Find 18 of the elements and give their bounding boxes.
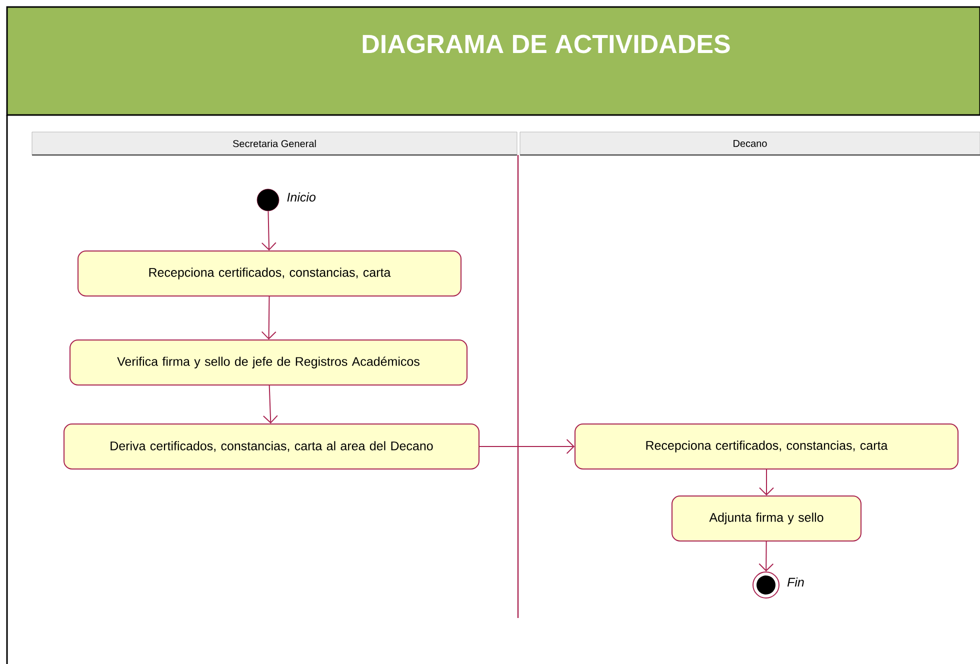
activity-box: Recepciona certificados, constancias, carta xyxy=(574,424,958,470)
arrow xyxy=(262,385,278,424)
swimlane-header: Secretaria General xyxy=(32,132,518,156)
swimlane-header: Decano xyxy=(520,132,980,156)
activity-box: Deriva certificados, constancias, carta al area del Decano xyxy=(64,424,480,470)
end-node xyxy=(752,572,780,598)
arrow xyxy=(758,541,774,572)
arrow xyxy=(261,296,276,340)
title: DIAGRAMA DE ACTIVIDADES xyxy=(362,34,730,54)
arrow xyxy=(261,210,276,250)
activity-box: Adjunta firma y sello xyxy=(672,496,862,542)
arrow xyxy=(759,469,774,496)
node-label: Inicio xyxy=(287,192,316,202)
arrow xyxy=(479,439,574,454)
activity-box: Verifica firma y sello de jefe de Registros Académicos xyxy=(70,340,468,386)
node-label: Fin xyxy=(787,577,804,587)
activity-box: Recepciona certificados, constancias, carta xyxy=(78,250,462,296)
start-node xyxy=(256,188,280,212)
